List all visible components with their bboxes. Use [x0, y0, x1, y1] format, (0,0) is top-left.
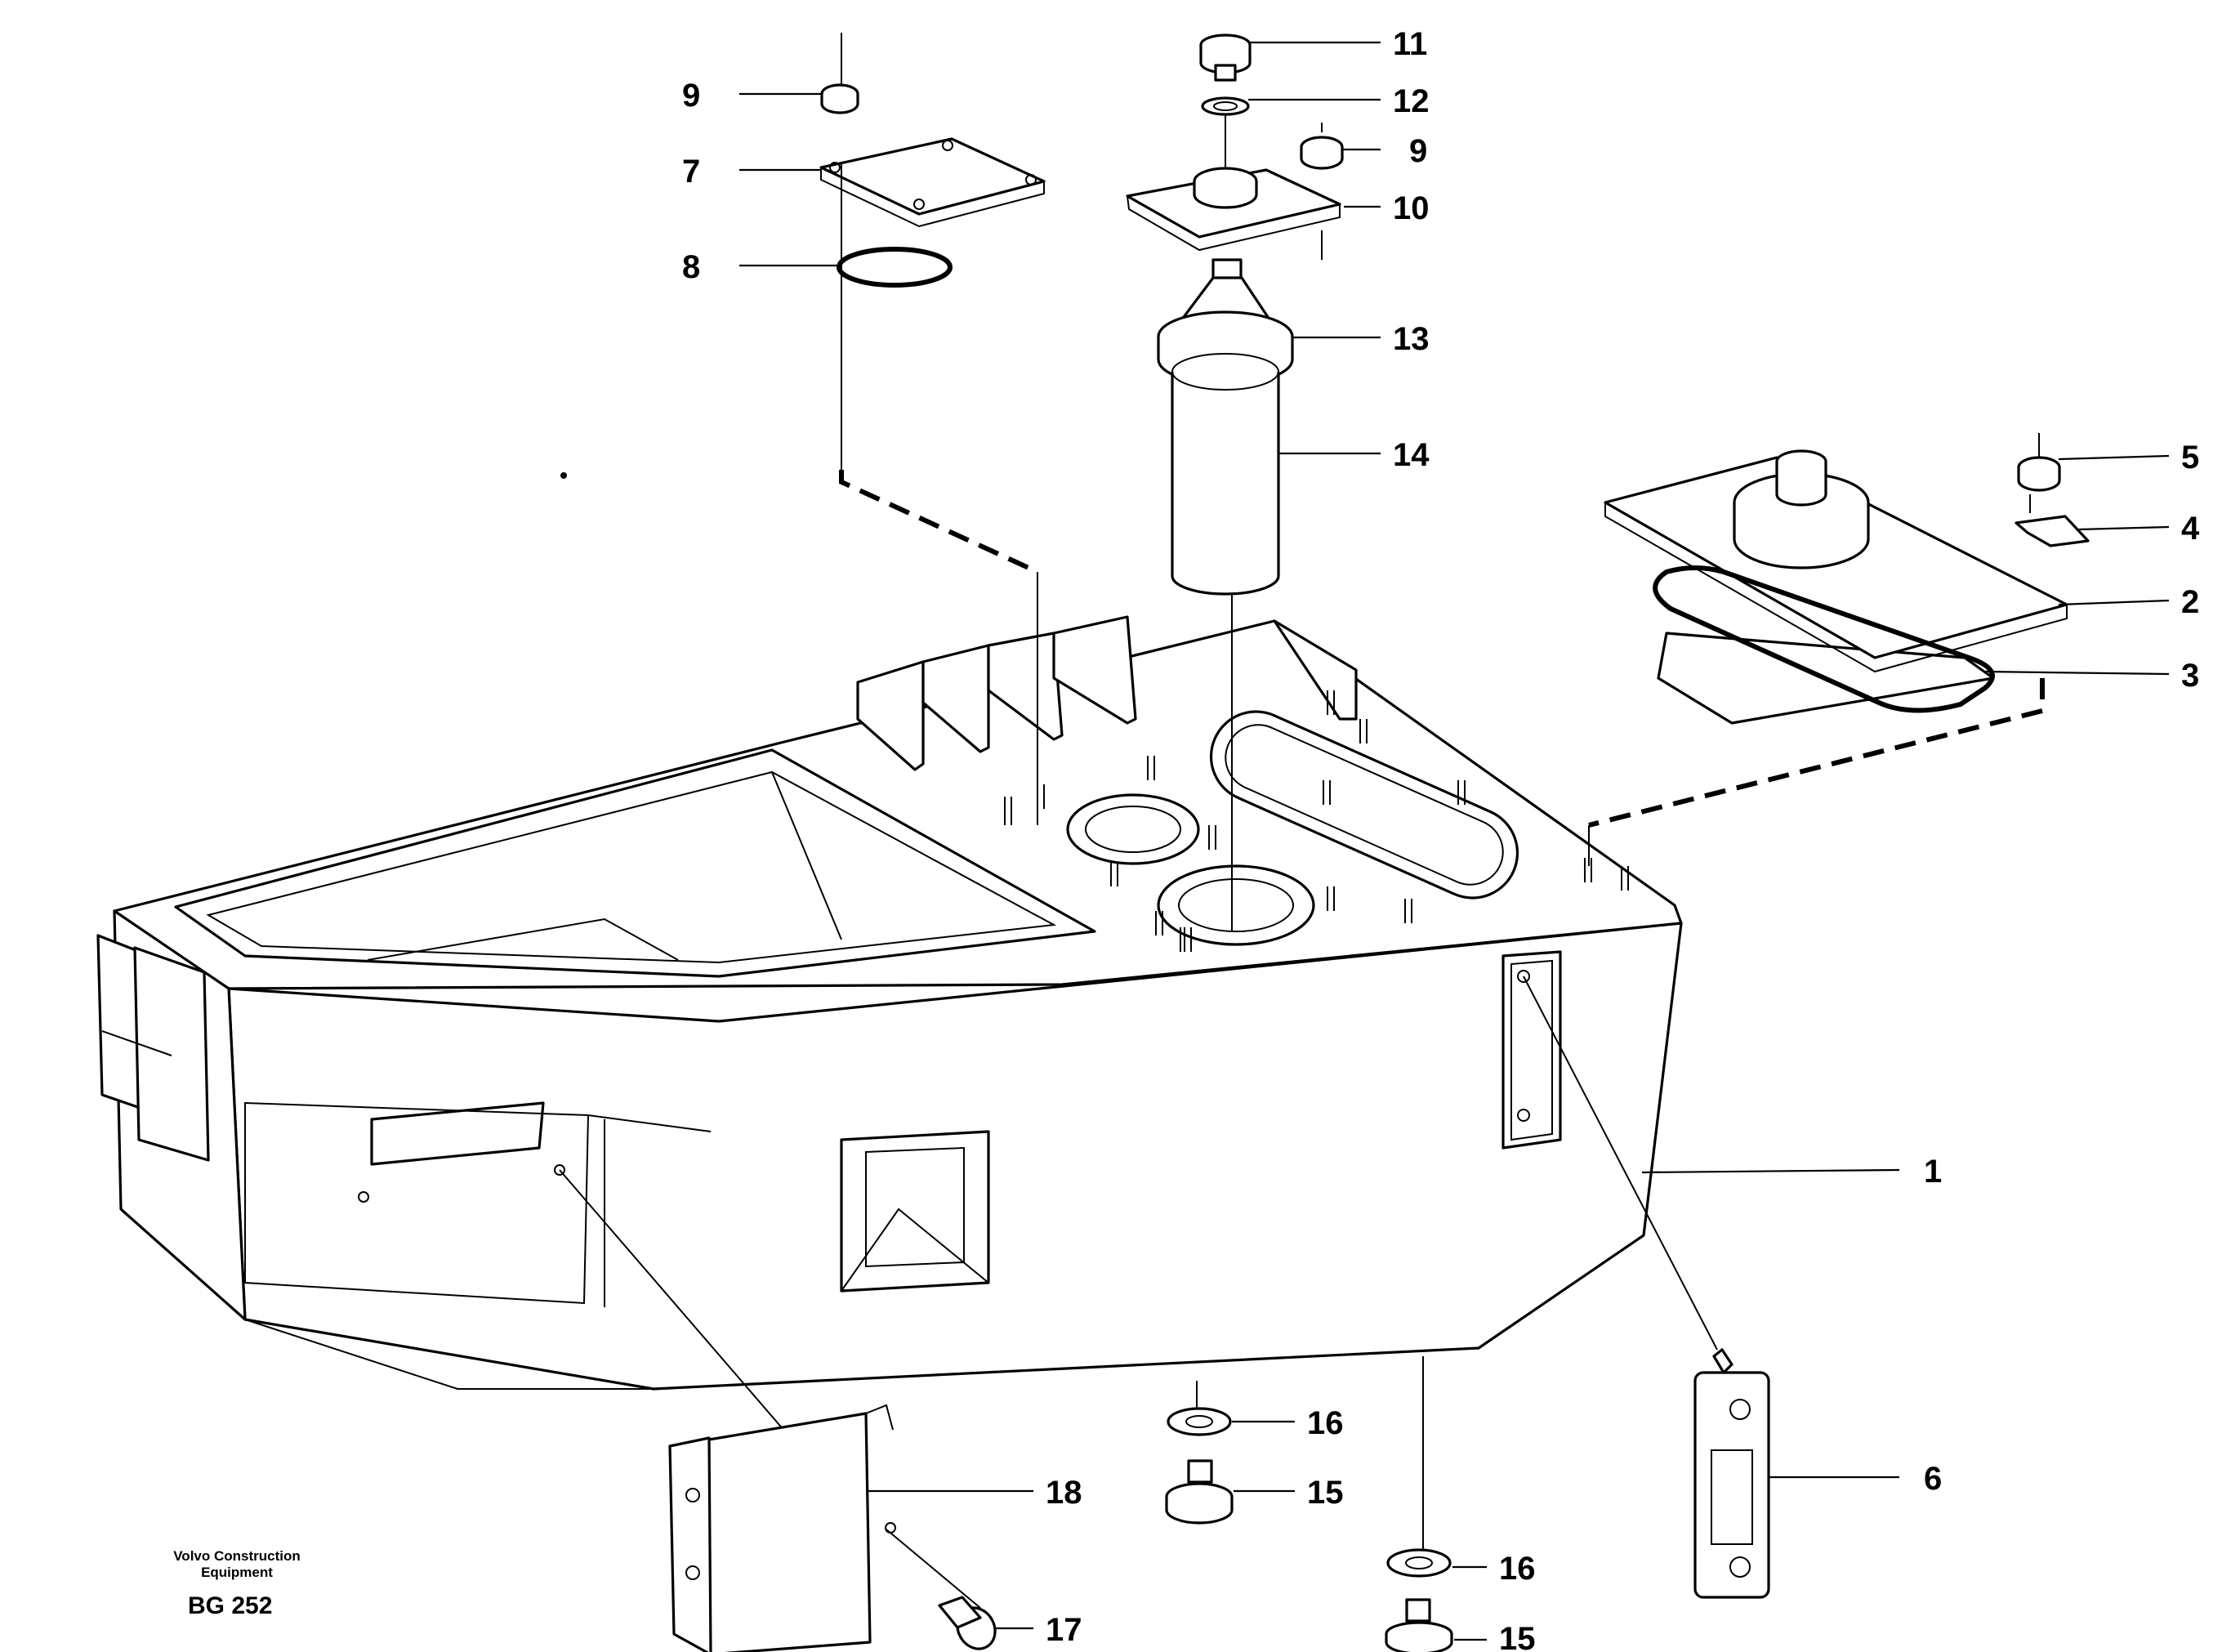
callout-4: 4	[2181, 511, 2200, 547]
filter-cover-10	[1126, 167, 1341, 252]
caption: Volvo Construction Equipment BG 252	[173, 1548, 301, 1619]
level-gauge	[1523, 976, 1770, 1599]
o-ring-8	[837, 247, 953, 288]
callout-5: 5	[2181, 440, 2199, 476]
callout-11: 11	[1393, 26, 1427, 62]
plug-15-left	[1165, 1459, 1234, 1525]
callout-16-right: 16	[1499, 1551, 1536, 1587]
leader-lines	[739, 41, 2170, 1641]
callout-1: 1	[1924, 1154, 1942, 1190]
stray-dot	[560, 472, 567, 479]
callout-7: 7	[682, 154, 700, 190]
caption-company-line2: Equipment	[201, 1565, 273, 1580]
callout-labels: 1 2 3 4 5 6 7 8 9 9 10 11 12 13 14 15 15…	[682, 26, 2200, 1652]
callout-6: 6	[1924, 1461, 1942, 1497]
plug-15-right	[1385, 1598, 1453, 1652]
callout-18: 18	[1046, 1475, 1082, 1511]
nut-9-left	[820, 33, 859, 114]
callout-8: 8	[682, 249, 700, 285]
callout-17: 17	[1046, 1612, 1082, 1648]
callout-2: 2	[2181, 584, 2199, 620]
callout-14: 14	[1393, 437, 1430, 473]
dashed-assembly-lines	[839, 163, 2045, 866]
washer-16-left	[1167, 1381, 1232, 1436]
caption-company-line1: Volvo Construction	[173, 1548, 301, 1564]
callout-9-right: 9	[1409, 133, 1427, 169]
nut-5	[2017, 433, 2061, 492]
filter-element	[1157, 258, 1294, 931]
clamp	[2015, 494, 2090, 547]
tank-body	[96, 615, 1683, 1391]
screw-17	[938, 1596, 997, 1650]
nut-9-right	[1300, 123, 1344, 260]
washer-16-right	[1386, 1356, 1452, 1578]
caption-code: BG 252	[188, 1592, 272, 1619]
plug-11	[1199, 33, 1252, 82]
callout-16-left: 16	[1307, 1405, 1344, 1441]
callout-9-left: 9	[682, 78, 700, 114]
callout-3: 3	[2181, 658, 2199, 694]
callout-10: 10	[1393, 190, 1430, 226]
callout-15-right: 15	[1499, 1621, 1536, 1652]
washer-12	[1201, 96, 1250, 167]
callout-15-left: 15	[1307, 1475, 1344, 1511]
callout-12: 12	[1393, 83, 1430, 119]
callout-13: 13	[1393, 321, 1430, 357]
studs	[1004, 690, 1629, 952]
bracket-18	[559, 1169, 981, 1652]
left-cover-plate	[819, 137, 1046, 228]
top-fins	[856, 615, 1358, 771]
cover-gasket	[1653, 565, 1995, 713]
